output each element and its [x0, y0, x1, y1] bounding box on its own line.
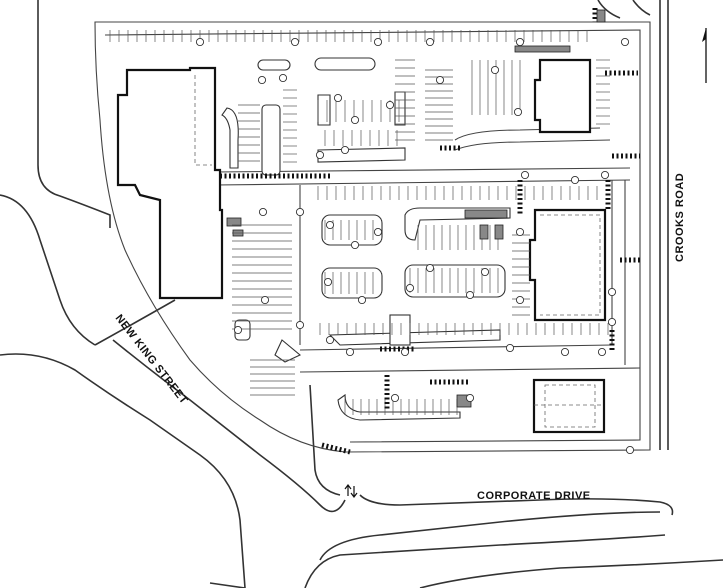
parking-stalls — [109, 30, 610, 415]
light-pole-icon — [560, 347, 570, 357]
drive-aisles — [214, 127, 641, 373]
light-pole-icon — [505, 343, 515, 353]
light-pole-icon — [480, 267, 490, 277]
light-pole-icon — [290, 37, 300, 47]
light-pole-icon — [257, 75, 267, 85]
site-boundary — [94, 21, 651, 453]
north-arrow-icon — [702, 28, 707, 83]
crosswalks — [220, 8, 640, 455]
inner-curb — [104, 29, 641, 443]
corporate-drive-label: CORPORATE DRIVE — [477, 490, 591, 502]
light-pole-icon — [435, 75, 445, 85]
light-pole-icon — [357, 295, 367, 305]
light-pole-icon — [625, 445, 635, 455]
building-north-east — [514, 45, 592, 134]
light-pole-icon — [600, 170, 610, 180]
light-pole-icon — [373, 37, 383, 47]
two-way-arrows-icon — [344, 484, 358, 498]
light-pole-icon — [340, 145, 350, 155]
light-pole-icon — [405, 283, 415, 293]
light-pole-icon — [490, 65, 500, 75]
light-pole-icon — [515, 37, 525, 47]
light-pole-icon — [195, 37, 205, 47]
light-pole-icon — [515, 227, 525, 237]
crooks-road-label: CROOKS ROAD — [674, 173, 686, 262]
light-pole-icon — [350, 240, 360, 250]
light-pole-icon — [323, 277, 333, 287]
light-pole-icon — [295, 320, 305, 330]
light-pole-icon — [350, 115, 360, 125]
light-pole-icon — [607, 317, 617, 327]
light-pole-icon — [278, 73, 288, 83]
light-pole-icon — [233, 325, 243, 335]
building-south-east — [532, 378, 606, 434]
light-pole-icon — [390, 393, 400, 403]
light-pole-icon — [465, 393, 475, 403]
new-king-street-label: NEW KING STREET — [113, 312, 190, 406]
light-pole-icon — [400, 347, 410, 357]
light-pole-icon — [385, 100, 395, 110]
light-pole-icon — [513, 107, 523, 117]
light-poles — [195, 37, 635, 455]
light-pole-icon — [515, 295, 525, 305]
light-pole-icon — [325, 335, 335, 345]
light-pole-icon — [465, 290, 475, 300]
light-pole-icon — [607, 287, 617, 297]
light-pole-icon — [295, 207, 305, 217]
light-pole-icon — [425, 37, 435, 47]
corporate-drive-road — [304, 384, 723, 588]
new-king-street-road — [0, 0, 346, 588]
parking-islands — [221, 57, 511, 421]
light-pole-icon — [315, 150, 325, 160]
light-pole-icon — [520, 170, 530, 180]
light-pole-icon — [570, 175, 580, 185]
light-pole-icon — [258, 207, 268, 217]
light-pole-icon — [325, 220, 335, 230]
light-pole-icon — [345, 347, 355, 357]
light-pole-icon — [620, 37, 630, 47]
light-pole-icon — [333, 93, 343, 103]
light-pole-icon — [597, 347, 607, 357]
light-pole-icon — [373, 227, 383, 237]
building-west-anchor — [116, 66, 244, 300]
light-pole-icon — [260, 295, 270, 305]
building-east-center — [528, 208, 607, 322]
light-pole-icon — [425, 263, 435, 273]
crooks-road — [597, 0, 669, 450]
